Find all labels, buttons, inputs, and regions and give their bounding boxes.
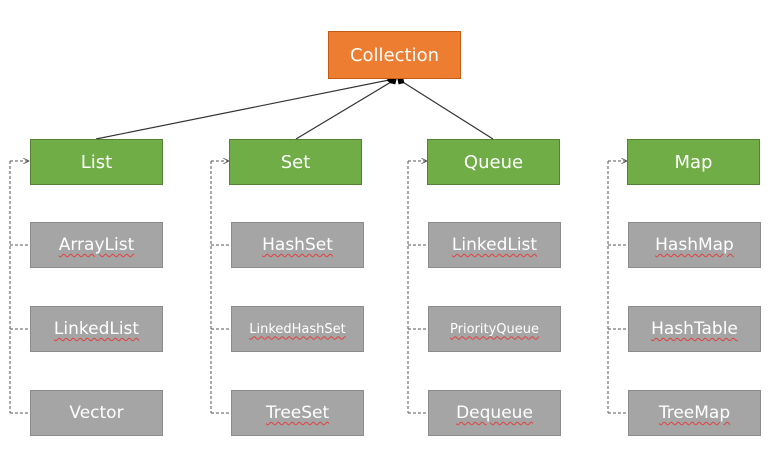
hashtable-node: HashTable <box>628 306 761 352</box>
queue-label: Queue <box>463 151 524 173</box>
vector-label: Vector <box>69 403 124 423</box>
priorityqueue-label: PriorityQueue <box>450 321 539 337</box>
queue-linkedlist-node: LinkedList <box>428 222 561 268</box>
linkedhashset-label: LinkedHashSet <box>249 321 346 337</box>
list-node: List <box>30 139 163 185</box>
arraylist-node: ArrayList <box>30 222 163 268</box>
hashmap-node: HashMap <box>628 222 761 268</box>
hashset-label: HashSet <box>262 235 333 255</box>
queue-linkedlist-label: LinkedList <box>451 235 538 255</box>
dequeue-label: Dequeue <box>456 403 533 423</box>
priorityqueue-node: PriorityQueue <box>428 306 561 352</box>
map-dashed-bracket <box>607 161 628 414</box>
treemap-node: TreeMap <box>628 390 761 436</box>
treemap-label: TreeMap <box>658 403 731 423</box>
treeset-node: TreeSet <box>231 390 364 436</box>
map-node: Map <box>627 139 760 185</box>
set-to-collection-line <box>295 77 397 140</box>
list-label: List <box>80 151 113 173</box>
arraylist-label: ArrayList <box>58 235 135 255</box>
list-linkedlist-label: LinkedList <box>53 319 140 339</box>
hashtable-label: HashTable <box>651 319 738 339</box>
list-linkedlist-node: LinkedList <box>30 306 163 352</box>
collection-node: Collection <box>328 31 461 79</box>
set-label: Set <box>280 151 311 173</box>
queue-dashed-bracket <box>407 161 428 414</box>
linkedhashset-node: LinkedHashSet <box>231 306 364 352</box>
set-dashed-bracket <box>210 161 231 414</box>
list-dashed-bracket <box>9 161 30 414</box>
queue-node: Queue <box>427 139 560 185</box>
list-to-collection-line <box>95 75 395 140</box>
set-node: Set <box>229 139 362 185</box>
queue-to-collection-line <box>397 77 494 140</box>
hashset-node: HashSet <box>231 222 364 268</box>
dequeue-node: Dequeue <box>428 390 561 436</box>
vector-node: Vector <box>30 390 163 436</box>
treeset-label: TreeSet <box>265 403 330 423</box>
map-label: Map <box>674 151 713 173</box>
hashmap-label: HashMap <box>655 235 734 255</box>
collection-label: Collection <box>349 44 440 66</box>
